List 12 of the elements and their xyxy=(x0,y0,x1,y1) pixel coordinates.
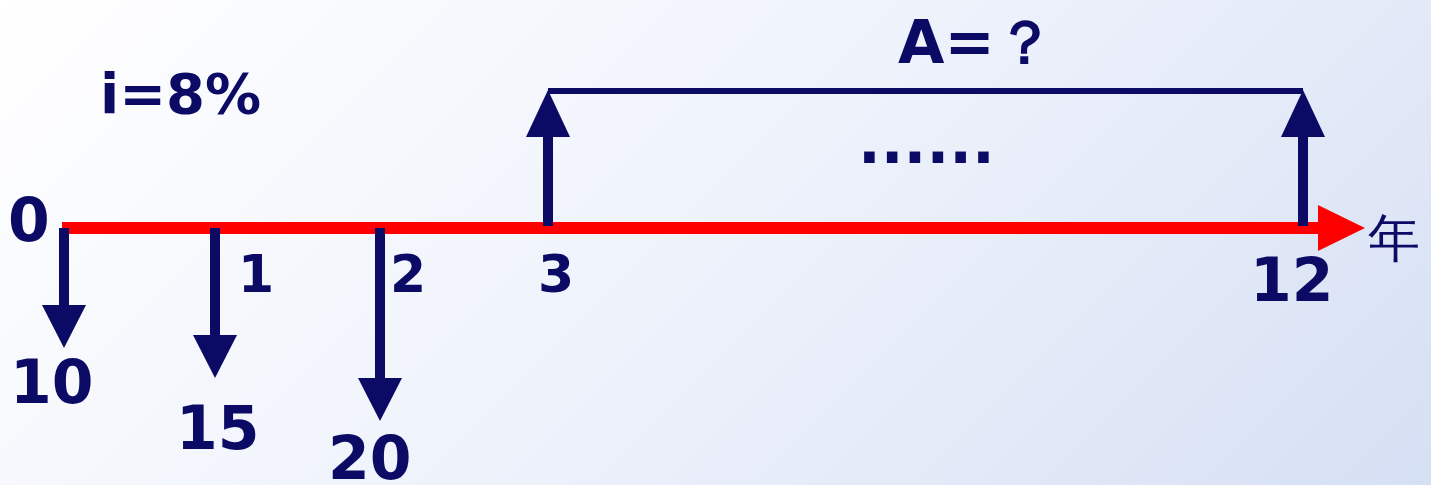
ellipsis-label: ...... xyxy=(858,112,995,172)
axis-unit-label: 年 xyxy=(1368,212,1420,264)
period-number: 2 xyxy=(390,248,427,300)
cash-flow-amount: 15 xyxy=(176,398,260,458)
period-number: 1 xyxy=(238,248,275,300)
cash-flow-amount: 20 xyxy=(328,428,412,485)
cash-flow-amount: 10 xyxy=(10,352,94,412)
period-number: 12 xyxy=(1250,250,1334,310)
period-number: 0 xyxy=(8,190,50,250)
interest-rate-label: i=8% xyxy=(100,66,262,122)
annuity-label: A=？ xyxy=(898,12,1055,72)
period-number: 3 xyxy=(538,248,575,300)
